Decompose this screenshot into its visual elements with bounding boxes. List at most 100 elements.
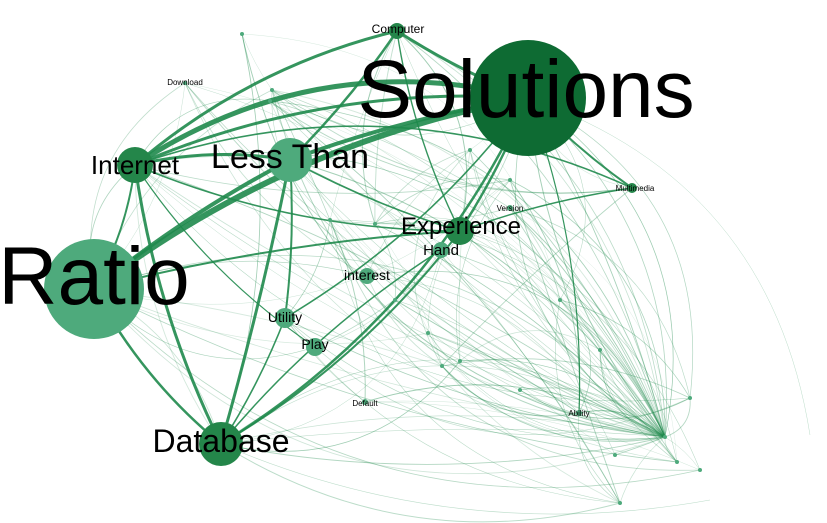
node-experience — [446, 217, 474, 245]
minor-node — [663, 435, 667, 439]
major-node-layer — [44, 23, 637, 466]
faint-edge — [269, 100, 633, 194]
faint-edge — [396, 30, 468, 232]
faint-edge — [271, 89, 666, 438]
faint-edge — [559, 299, 666, 438]
faint-edge — [441, 358, 691, 399]
faint-edge — [284, 317, 666, 438]
node-version — [507, 205, 513, 211]
faint-edge — [440, 249, 666, 438]
node-label-download: Download — [167, 78, 203, 87]
node-label-internet: Internet — [91, 150, 180, 180]
faint-edge — [459, 230, 666, 438]
faint-edge — [509, 207, 666, 438]
node-label-less-than: Less Than — [211, 138, 369, 176]
edge-internet-database — [133, 164, 223, 445]
faint-edge — [220, 249, 442, 445]
minor-node — [240, 32, 244, 36]
faint-edge — [441, 187, 633, 367]
faint-edge — [184, 82, 678, 463]
minor-node — [393, 298, 397, 302]
faint-edge — [469, 149, 666, 438]
minor-node — [675, 460, 679, 464]
faint-edge — [555, 299, 621, 504]
faint-edge — [664, 436, 678, 463]
node-utility — [275, 308, 295, 328]
faint-edge — [559, 299, 591, 414]
faint-edge — [664, 436, 701, 471]
faint-edge — [241, 33, 273, 91]
minor-node — [328, 218, 332, 222]
faint-edge — [289, 159, 666, 438]
faint-edge — [619, 436, 666, 504]
faint-edge — [289, 159, 616, 456]
edge-less-than-experience — [289, 159, 461, 232]
faint-edge — [394, 299, 580, 414]
faint-edge — [458, 149, 471, 362]
node-label-hand: Hand — [423, 242, 459, 259]
faint-edge — [184, 82, 666, 438]
faint-edge — [469, 149, 666, 438]
minor-node — [426, 331, 430, 335]
faint-edge — [469, 149, 678, 463]
node-label-default: Default — [352, 399, 378, 408]
faint-edge — [519, 387, 666, 438]
node-interest — [359, 268, 375, 284]
minor-node — [458, 359, 462, 363]
faint-edge — [664, 397, 691, 438]
faint-edge — [441, 365, 580, 417]
minor-node — [508, 178, 512, 182]
faint-edge — [364, 400, 666, 438]
faint-edge — [93, 255, 666, 438]
faint-edge — [269, 100, 666, 438]
edge-internet-play — [134, 164, 316, 348]
faint-edge — [559, 299, 691, 399]
faint-edge — [284, 317, 666, 440]
minor-node — [698, 468, 702, 472]
faint-edge — [220, 443, 621, 523]
minor-node — [613, 453, 617, 457]
node-label-ability: Ability — [568, 409, 589, 418]
minor-node — [268, 99, 272, 103]
node-solutions — [470, 40, 586, 156]
faint-edge — [271, 89, 666, 438]
faint-edge — [271, 89, 666, 438]
faint-edge — [374, 217, 561, 301]
faint-edge — [427, 332, 666, 440]
faint-edge — [396, 30, 666, 438]
faint-edge — [364, 401, 701, 471]
faint-edge — [361, 30, 398, 225]
faint-edge — [459, 330, 601, 362]
faint-edge — [396, 30, 666, 438]
node-default — [362, 399, 368, 405]
faint-edge — [284, 317, 366, 403]
faint-edge — [220, 436, 666, 465]
node-internet — [117, 147, 153, 183]
faint-edge — [614, 436, 666, 456]
faint-edge — [459, 359, 666, 438]
node-label-utility: Utility — [268, 309, 302, 325]
faint-edge — [374, 223, 678, 463]
faint-edge — [241, 33, 666, 438]
faint-edge — [559, 299, 666, 438]
faint-edge — [440, 249, 621, 504]
faint-edge — [459, 230, 678, 463]
faint-edge — [599, 349, 666, 438]
faint-edge — [93, 288, 666, 475]
faint-edge — [509, 179, 666, 438]
faint-edge — [284, 317, 621, 504]
faint-edge — [93, 288, 701, 489]
node-database — [199, 422, 243, 466]
edge-internet-experience — [134, 164, 461, 232]
faint-edge — [578, 410, 666, 438]
node-ratio — [44, 239, 144, 339]
faint-edge — [220, 428, 666, 445]
faint-edge — [184, 82, 666, 438]
faint-edge — [519, 389, 691, 420]
faint-edge — [134, 164, 691, 402]
edge-database-less-than — [219, 159, 292, 445]
faint-edge — [413, 149, 471, 367]
faint-edge — [427, 332, 666, 441]
minor-node — [468, 148, 472, 152]
